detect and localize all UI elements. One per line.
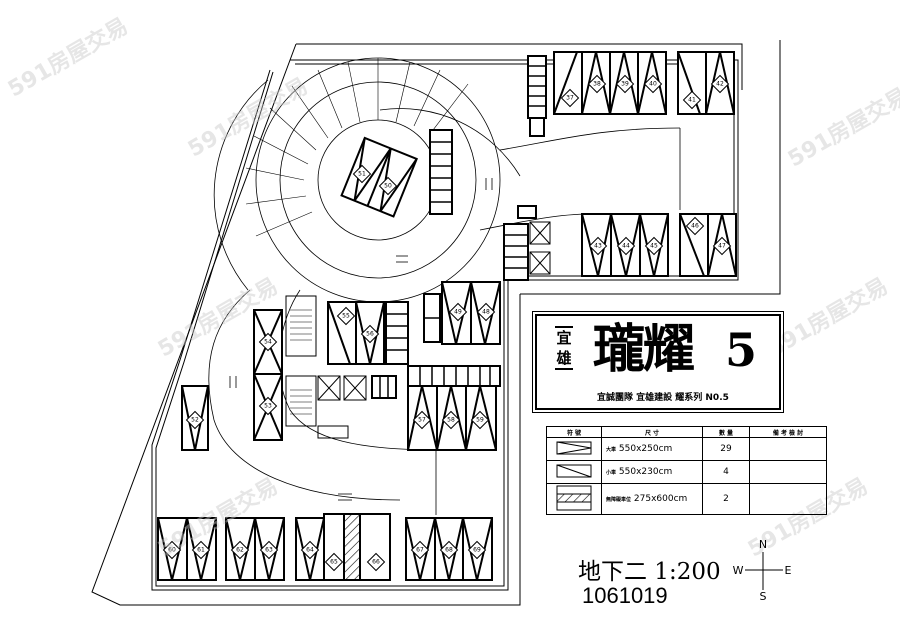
svg-text:W: W [733, 564, 744, 577]
svg-text:51: 51 [358, 171, 366, 178]
svg-text:38: 38 [593, 81, 601, 88]
center-block [285, 281, 501, 451]
project-number: 5 [725, 323, 758, 377]
svg-text:55: 55 [342, 313, 350, 320]
slot-number-markers: 37 38 39 40 41 42 43 44 45 46 47 48 49 5… [163, 75, 731, 571]
svg-text:S: S [760, 590, 767, 602]
legend-row: 小車 550x230cm 4 [546, 460, 827, 484]
svg-text:48: 48 [482, 309, 490, 316]
large-car-slot-icon [556, 441, 592, 454]
compass-icon: N S W E [733, 540, 792, 602]
building-wall [151, 59, 739, 591]
accessible-slot-icon [556, 485, 592, 510]
svg-text:45: 45 [650, 243, 658, 250]
svg-text:41: 41 [688, 97, 696, 104]
car-slots-top [553, 51, 735, 115]
svg-text:42: 42 [716, 81, 724, 88]
svg-text:43: 43 [594, 243, 602, 250]
svg-text:53: 53 [264, 403, 272, 410]
legend-row: 大車 550x250cm 29 [546, 437, 827, 461]
svg-text:67: 67 [416, 547, 424, 554]
svg-text:61: 61 [197, 547, 205, 554]
svg-text:62: 62 [236, 547, 244, 554]
motorcycle-column-ramp [429, 129, 453, 215]
date-code: 1061019 [582, 583, 668, 608]
small-car-slot-icon [556, 464, 592, 477]
svg-text:66: 66 [372, 559, 380, 566]
svg-text:64: 64 [306, 547, 314, 554]
svg-text:56: 56 [366, 331, 374, 338]
svg-text:39: 39 [621, 81, 629, 88]
company-short-name: 宜雄 [555, 326, 573, 370]
svg-text:44: 44 [622, 243, 630, 250]
svg-text:60: 60 [168, 547, 176, 554]
ramp-slots [340, 136, 418, 218]
left-slots [181, 309, 283, 451]
legend-table: 符 號 尺 寸 數 量 備 考 檢 討 大車 550x250cm 29 小車 5… [546, 426, 827, 515]
svg-text:E: E [785, 564, 792, 577]
svg-text:49: 49 [454, 309, 462, 316]
svg-text:50: 50 [384, 183, 392, 190]
title-block: 宜雄 瓏耀 5 宜誠團隊 宜雄建設 耀系列 N0.5 [532, 311, 784, 413]
svg-text:63: 63 [265, 547, 273, 554]
svg-text:47: 47 [718, 243, 726, 250]
svg-text:52: 52 [191, 417, 199, 424]
svg-text:59: 59 [476, 417, 484, 424]
driveway [208, 127, 681, 515]
svg-text:65: 65 [330, 559, 338, 566]
car-slots-bottom [157, 513, 493, 581]
traffic-arrows [229, 178, 493, 501]
svg-text:58: 58 [447, 417, 455, 424]
project-name: 瓏耀 [593, 319, 695, 380]
svg-text:57: 57 [418, 417, 426, 424]
svg-text:54: 54 [264, 339, 272, 346]
svg-text:40: 40 [649, 81, 657, 88]
project-subtitle: 宜誠團隊 宜雄建設 耀系列 N0.5 [597, 393, 729, 403]
site-boundary [91, 40, 781, 606]
svg-text:37: 37 [566, 95, 574, 102]
svg-text:46: 46 [691, 223, 699, 230]
svg-text:69: 69 [473, 547, 481, 554]
legend-header: 符 號 尺 寸 數 量 備 考 檢 討 [546, 426, 827, 438]
legend-row: 無障礙車位 275x600cm 2 [546, 483, 827, 515]
svg-text:N: N [759, 540, 767, 551]
motorcycle-column-top [527, 55, 547, 137]
svg-text:68: 68 [445, 547, 453, 554]
floor-scale-label: 地下二 1:200 [578, 559, 721, 585]
